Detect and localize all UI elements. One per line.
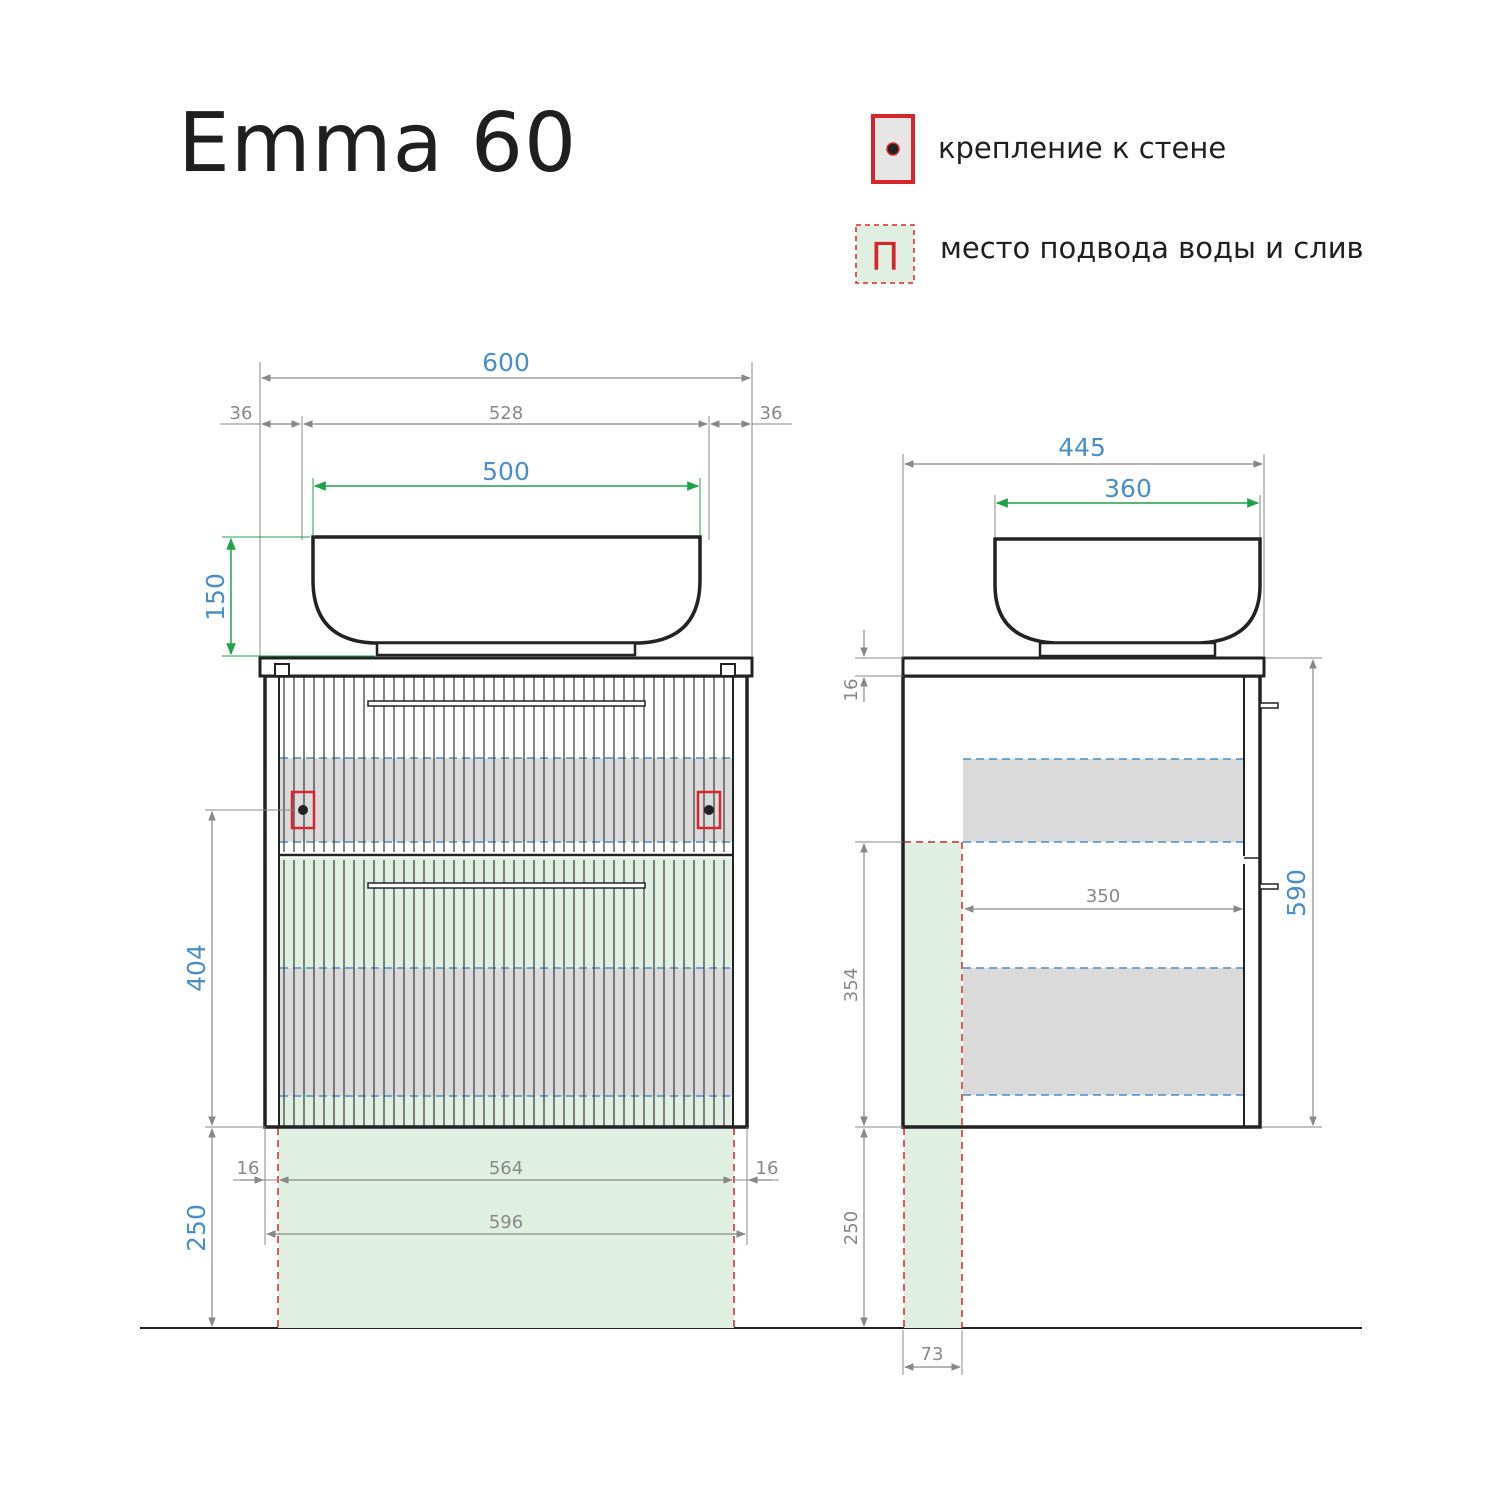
dim-mount-height: 404 — [182, 944, 211, 992]
lower-drawer-flutes — [282, 860, 732, 1126]
front-supply-zone — [278, 1128, 734, 1328]
dim-top-thickness: 16 — [841, 679, 862, 702]
side-countertop — [901, 656, 1266, 678]
dim-depth: 445 — [1058, 433, 1106, 462]
side-basin — [993, 537, 1262, 645]
dim-bottom-inner: 564 — [489, 1158, 523, 1179]
lower-drawer-handle — [367, 882, 646, 889]
dim-bottom-outer: 596 — [489, 1212, 523, 1233]
dim-basin-height: 150 — [201, 573, 230, 621]
dim-floor-gap: 250 — [182, 1204, 211, 1252]
legend-wall-mount-symbol — [871, 114, 915, 184]
legend-water-supply-label: место подвода воды и слив — [940, 231, 1364, 265]
dim-cabinet-height: 590 — [1282, 869, 1311, 917]
dim-inner-width: 528 — [489, 403, 523, 424]
side-view: 445 360 16 590 350 354 250 73 — [841, 433, 1322, 1375]
dim-shelf-depth: 350 — [1086, 886, 1120, 907]
dim-basin-depth: 360 — [1104, 474, 1152, 503]
legend-wall-mount-label: крепление к стене — [938, 131, 1227, 165]
svg-text:П: П — [871, 235, 900, 279]
dim-side-floor-gap: 250 — [841, 1211, 862, 1245]
page-title: Emma 60 — [178, 96, 578, 191]
dim-overall-width: 600 — [482, 348, 530, 377]
wall-mount-right — [696, 790, 722, 830]
dim-side-left: 36 — [230, 403, 253, 424]
front-basin — [311, 535, 702, 645]
legend-water-supply-symbol: П — [855, 224, 915, 284]
side-handle-lower — [1259, 883, 1279, 890]
dim-supply-width: 73 — [921, 1344, 944, 1365]
dim-supply-height: 354 — [841, 968, 862, 1002]
dim-gap-right: 16 — [756, 1158, 779, 1179]
upper-drawer-handle — [367, 700, 646, 707]
side-drawer-upper — [963, 759, 1244, 842]
front-countertop — [258, 656, 754, 678]
front-view: 600 36 528 36 500 150 404 250 16 564 16 … — [182, 348, 792, 1328]
side-drawer-lower — [963, 968, 1244, 1095]
side-supply-zone — [904, 842, 962, 1328]
side-handle-upper — [1259, 702, 1279, 709]
dim-gap-left: 16 — [237, 1158, 260, 1179]
dim-basin-width: 500 — [482, 457, 530, 486]
dim-side-right: 36 — [760, 403, 783, 424]
